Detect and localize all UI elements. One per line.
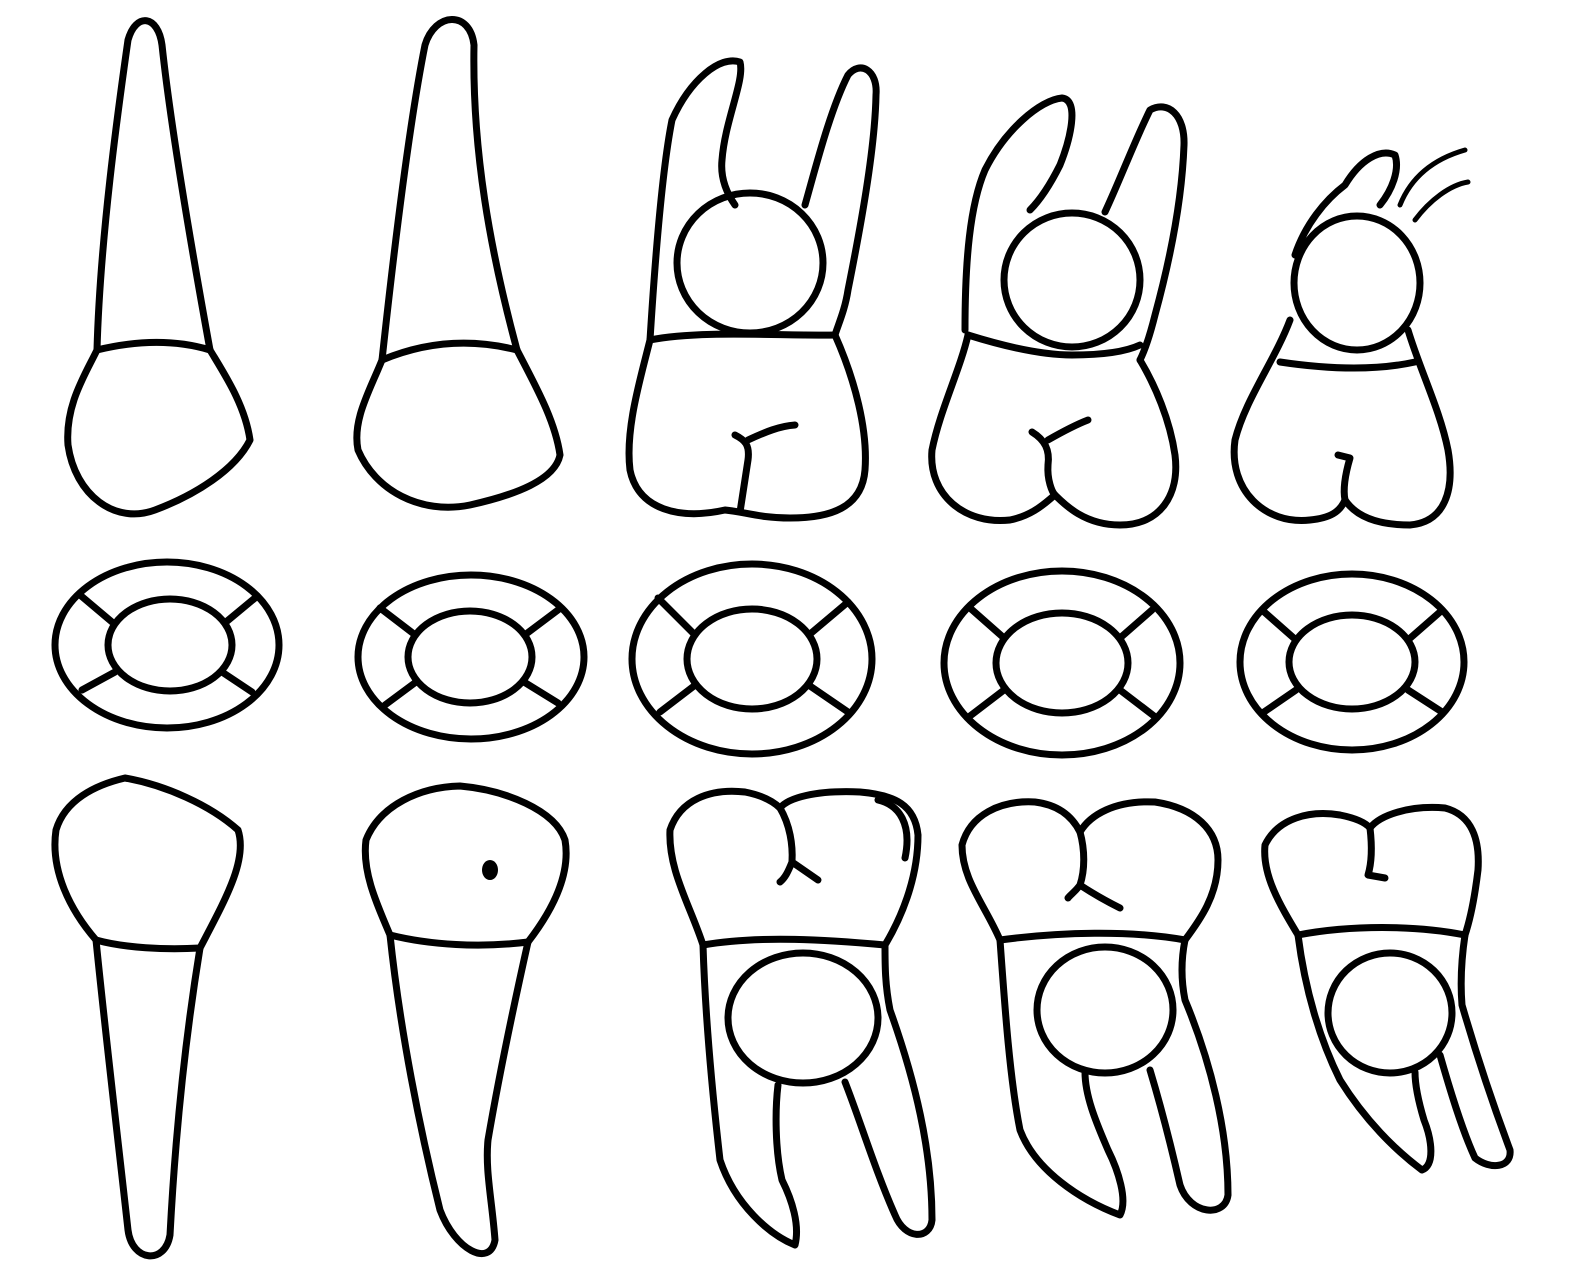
lower-canine-crown [365, 786, 566, 942]
occlusal-second-molar-inner [996, 613, 1128, 713]
occlusal-first-molar [632, 564, 872, 754]
occlusal-third-molar [1240, 574, 1464, 750]
upper-canine-root [382, 19, 517, 360]
lower-second-molar-fissure [1068, 832, 1120, 908]
upper-first-molar-lingual-root-circle [677, 193, 823, 333]
upper-canine-crown [357, 350, 560, 507]
lower-third-molar-cej [1298, 928, 1465, 936]
lower-second-molar-cej [1000, 933, 1185, 940]
occlusal-canine-inner [408, 611, 532, 703]
upper-second-molar [932, 98, 1184, 525]
lower-canine [365, 786, 566, 1254]
upper-third-molar [1234, 150, 1468, 525]
lower-canine-root [390, 935, 528, 1254]
upper-first-molar-fissure [735, 425, 795, 512]
upper-canine-cej [382, 343, 517, 360]
upper-incisor-cej [97, 342, 210, 350]
lower-first-molar-mesial-root [703, 945, 797, 1245]
upper-canine [357, 19, 560, 507]
lower-incisor-cej [96, 940, 200, 949]
occlusal-first-molar-inner [687, 609, 817, 709]
upper-first-molar [629, 61, 876, 518]
upper-second-molar-fissure [1032, 420, 1088, 495]
lower-incisor-root [96, 940, 200, 1256]
upper-incisor [68, 21, 250, 514]
lower-third-molar-root-circle [1328, 953, 1452, 1073]
upper-first-molar-crown [629, 335, 865, 518]
occlusal-incisor [55, 562, 279, 728]
occlusal-canine-outer [358, 575, 584, 739]
lower-incisor [55, 778, 240, 1256]
lower-first-molar-distal-root [845, 945, 932, 1234]
occlusal-third-molar-inner [1289, 615, 1415, 709]
lower-second-molar-mesial-root [1000, 940, 1123, 1215]
upper-third-molar-cej [1280, 362, 1415, 368]
lower-third-molar-fissure [1368, 828, 1385, 878]
lower-third-molar-distal-root [1440, 935, 1510, 1166]
occlusal-incisor-inner [108, 599, 232, 691]
lower-second-molar-root-circle [1037, 947, 1173, 1073]
lower-first-molar-fissure [780, 808, 818, 882]
occlusal-third-molar-outer [1240, 574, 1464, 750]
upper-third-molar-root-right [1400, 150, 1468, 220]
lower-canine-pit [482, 860, 498, 880]
lower-first-molar-crown [670, 791, 918, 945]
upper-incisor-root [97, 21, 210, 350]
occlusal-first-molar-outer [632, 564, 872, 754]
upper-third-molar-fissure [1338, 455, 1350, 500]
lower-second-molar [962, 802, 1228, 1215]
upper-first-molar-mesial-root [650, 61, 741, 340]
lower-second-molar-crown [962, 802, 1218, 940]
occlusal-second-molar-outer [944, 571, 1180, 755]
lower-first-molar-cej [703, 939, 885, 945]
lower-first-molar [670, 791, 932, 1245]
lower-third-molar [1265, 807, 1510, 1170]
lower-incisor-crown [55, 778, 240, 948]
upper-third-molar-lingual-root-circle [1294, 216, 1420, 350]
lower-canine-cej [390, 935, 528, 945]
occlusal-second-molar [944, 571, 1180, 755]
upper-incisor-crown [68, 350, 250, 514]
upper-second-molar-lingual-root-circle [1004, 213, 1140, 347]
upper-first-molar-cej [650, 334, 835, 340]
lower-first-molar-root-circle [728, 953, 878, 1083]
occlusal-canine [358, 575, 584, 739]
lower-third-molar-mesial-root [1298, 935, 1431, 1170]
occlusal-incisor-outer [55, 562, 279, 728]
